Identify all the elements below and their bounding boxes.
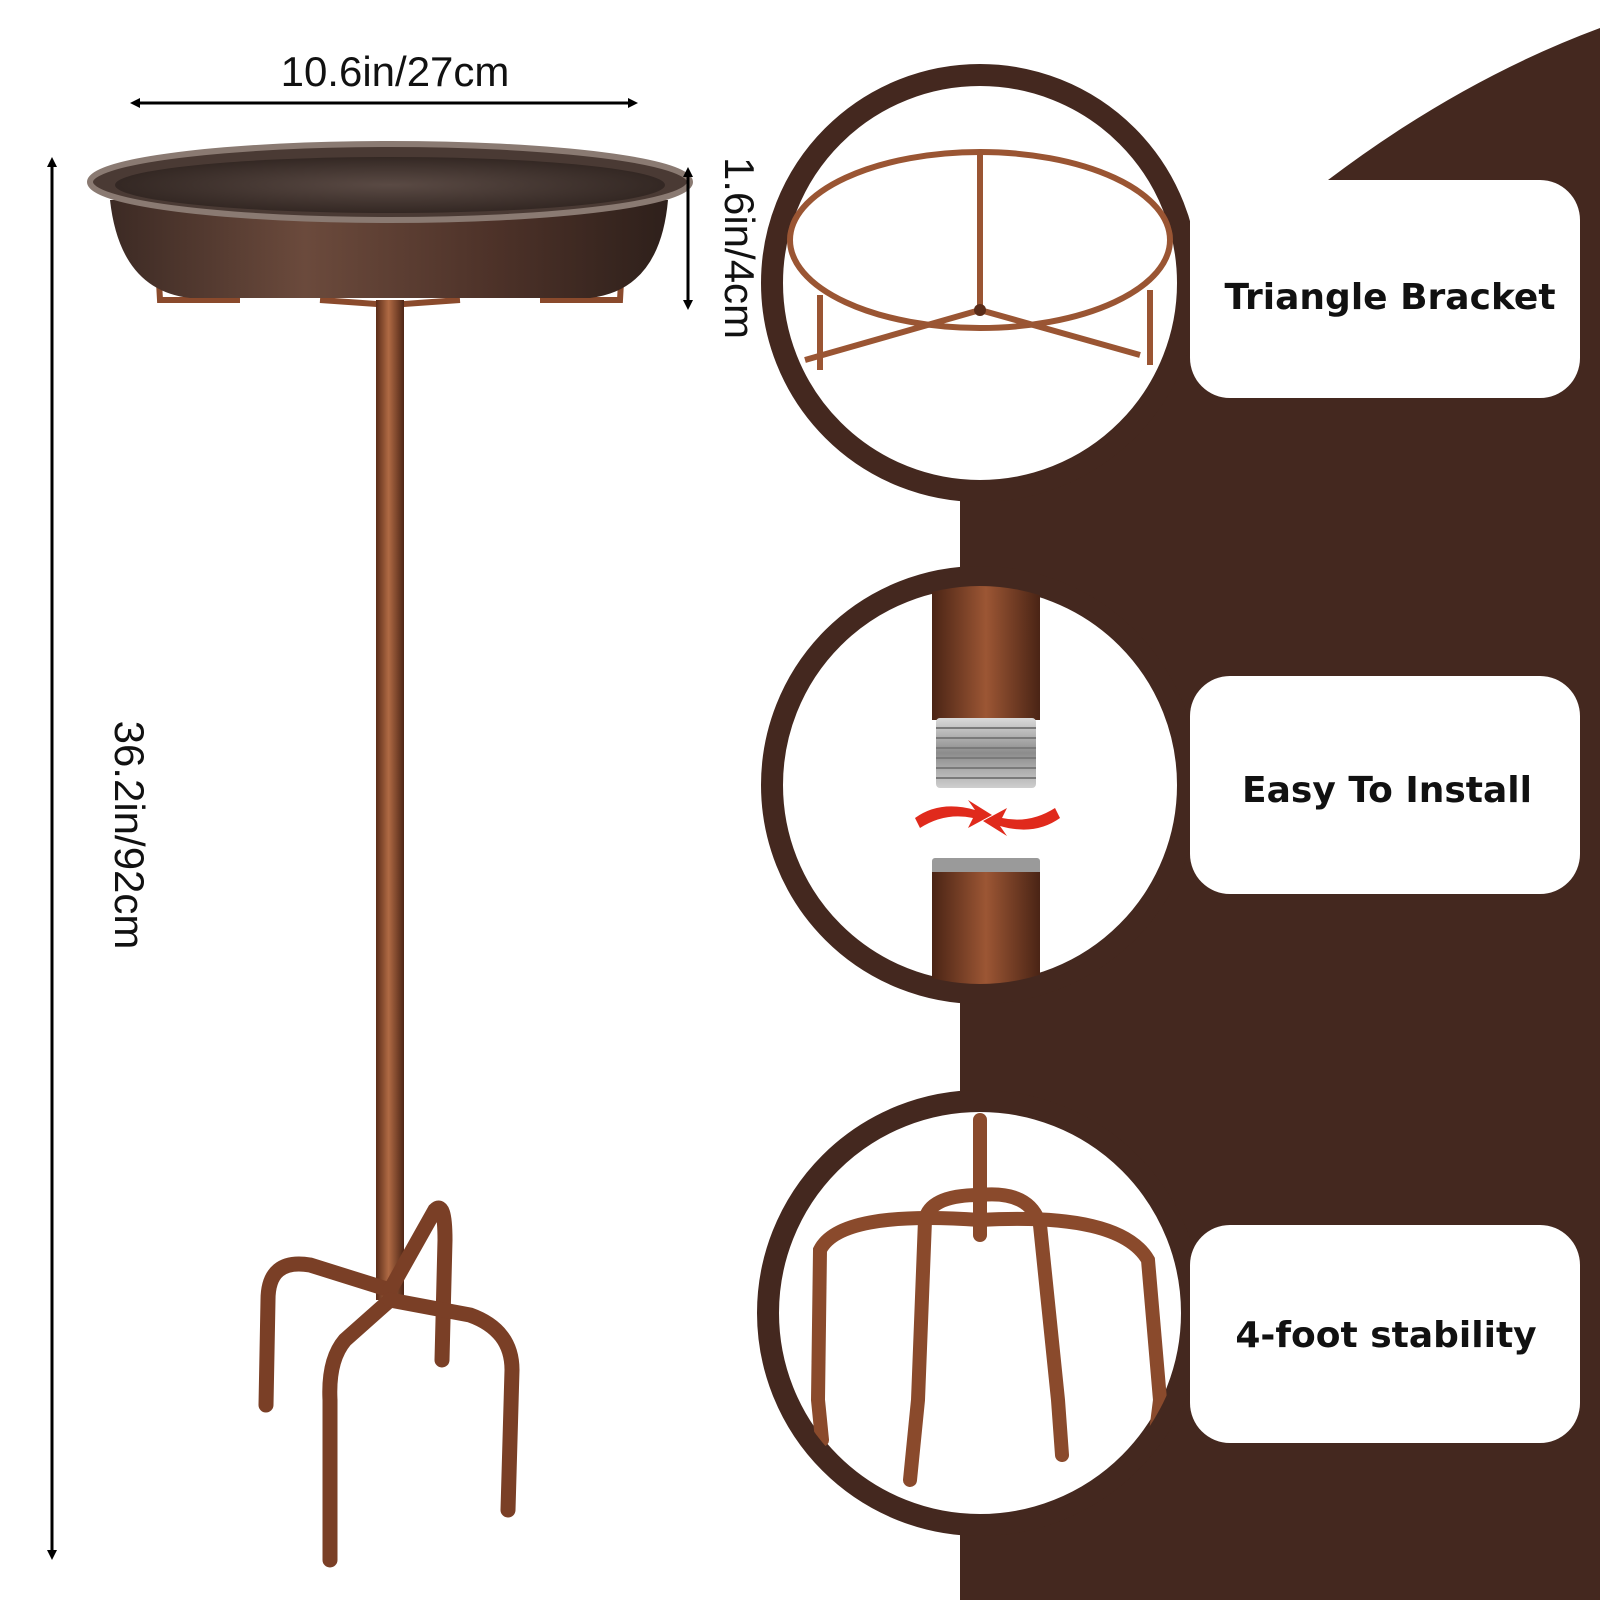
- feature-label-text: Triangle Bracket: [1224, 277, 1555, 318]
- width-dimension: 10.6in/27cm: [130, 48, 638, 108]
- feature-label-2: Easy To Install: [1190, 676, 1580, 894]
- feature-circle-four-foot: [757, 1090, 1203, 1536]
- four-foot-stake-icon: [810, 1113, 1168, 1487]
- width-label: 10.6in/27cm: [281, 48, 510, 95]
- height-dimension: 36.2in/92cm: [47, 157, 153, 1560]
- feature-label-3: 4-foot stability: [1190, 1225, 1580, 1443]
- stand-pole: [376, 300, 404, 1300]
- depth-label: 1.6in/4cm: [716, 157, 763, 339]
- feature-label-text: Easy To Install: [1242, 770, 1532, 811]
- height-label: 36.2in/92cm: [106, 721, 153, 950]
- stand-feet: [258, 1200, 520, 1568]
- feature-label-1: Triangle Bracket: [1190, 180, 1580, 398]
- feature-label-text: 4-foot stability: [1235, 1315, 1536, 1356]
- depth-dimension: 1.6in/4cm: [683, 157, 763, 339]
- feature-circle-easy-install: [761, 566, 1199, 1004]
- bowl-body: [110, 200, 668, 298]
- bird-bath-product-illustration: [87, 141, 693, 1568]
- screw-connection-icon: [915, 586, 1060, 984]
- rotate-arrows-icon: [915, 800, 1060, 836]
- triangle-bracket-icon: [787, 149, 1173, 370]
- bowl-basin: [115, 157, 665, 213]
- feature-circle-triangle-bracket: [761, 64, 1199, 502]
